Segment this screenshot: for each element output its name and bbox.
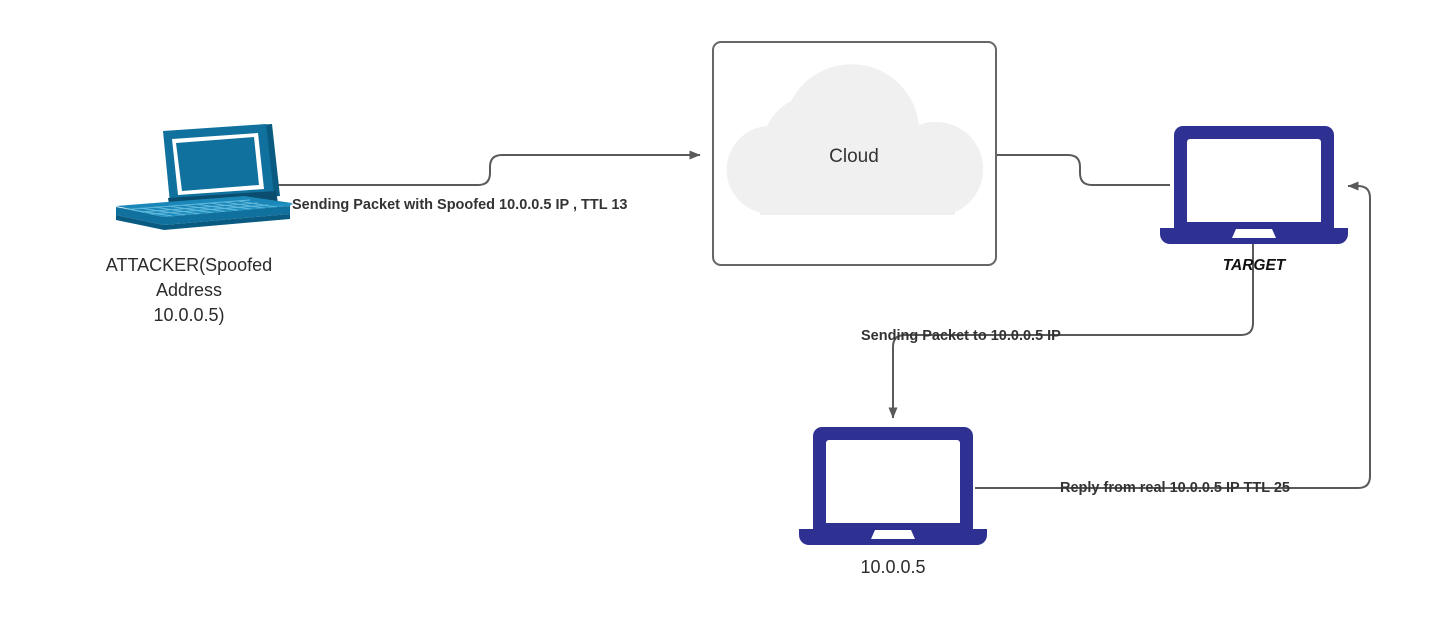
edge-victim-to-target[interactable]: Reply from real 10.0.0.5 IP TTL 25 xyxy=(975,181,1371,496)
attacker-label-line1: ATTACKER(Spoofed xyxy=(106,255,272,275)
edge-target-to-victim-line xyxy=(888,243,1254,419)
edge-attacker-to-cloud[interactable]: Sending Packet with Spoofed 10.0.0.5 IP … xyxy=(262,150,701,213)
edge-target-to-victim[interactable]: Sending Packet to 10.0.0.5 IP xyxy=(861,243,1254,419)
laptop-3d-icon xyxy=(116,124,294,230)
node-victim[interactable]: 10.0.0.5 xyxy=(799,427,987,577)
edge-label-victim-to-target: Reply from real 10.0.0.5 IP TTL 25 xyxy=(1060,480,1290,496)
edge-cloud-to-target[interactable] xyxy=(996,154,1170,186)
attacker-label-line3: 10.0.0.5) xyxy=(153,305,224,325)
victim-label: 10.0.0.5 xyxy=(860,557,925,577)
attacker-label-line2: Address xyxy=(156,280,222,300)
edge-attacker-to-cloud-line xyxy=(262,150,701,186)
node-attacker[interactable]: ATTACKER(Spoofed Address 10.0.0.5) xyxy=(106,124,294,325)
node-target[interactable]: TARGET xyxy=(1160,126,1348,274)
laptop-flat-icon-victim xyxy=(799,427,987,545)
edge-cloud-to-target-line xyxy=(996,154,1170,186)
edge-label-attacker-to-cloud: Sending Packet with Spoofed 10.0.0.5 IP … xyxy=(292,197,627,213)
edge-label-target-to-victim: Sending Packet to 10.0.0.5 IP xyxy=(861,328,1061,344)
laptop-flat-icon-target xyxy=(1160,126,1348,244)
node-cloud[interactable]: Cloud xyxy=(712,41,997,266)
cloud-icon xyxy=(726,64,984,215)
cloud-label: Cloud xyxy=(829,146,879,167)
edge-victim-to-target-line xyxy=(975,181,1371,489)
target-label: TARGET xyxy=(1223,257,1287,274)
